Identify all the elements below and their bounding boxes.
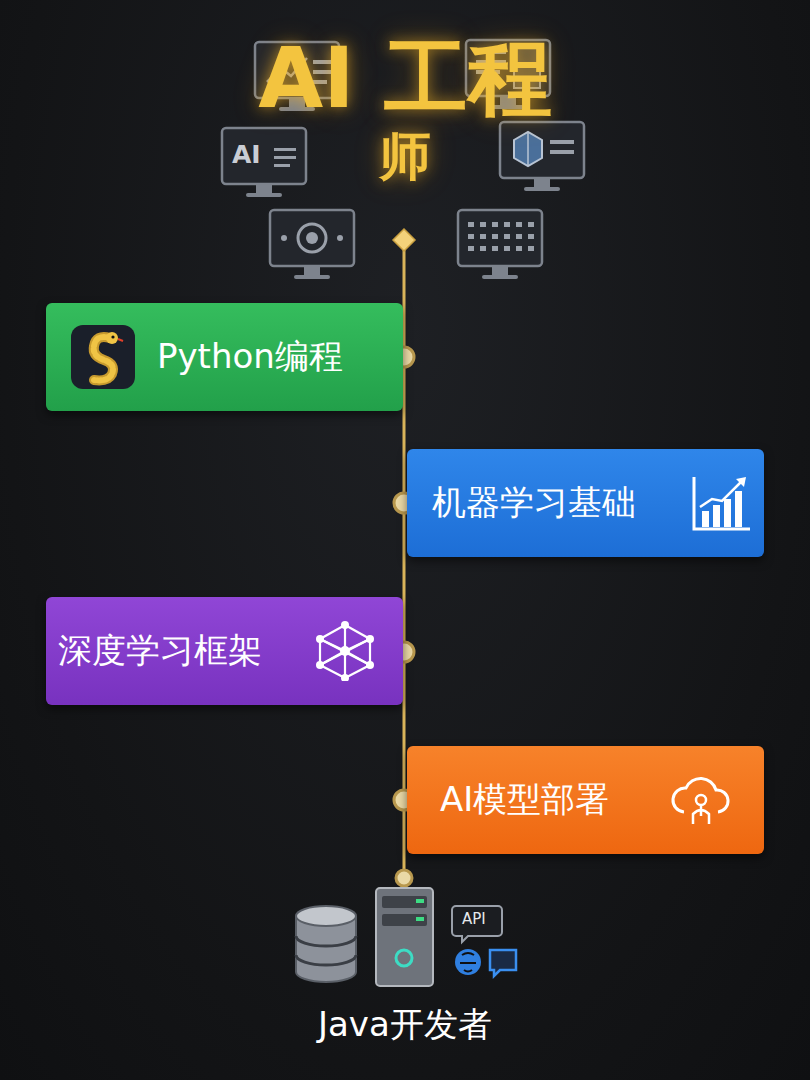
step-box: 深度学习框架 [46,597,403,705]
step-box: Python编程 [46,303,403,411]
step-box: AI模型部署 [407,746,764,854]
step-icon [70,324,136,390]
grid-monitor [458,210,542,279]
step-icon [312,621,378,681]
step-label: AI模型部署 [440,777,609,823]
step-label: 机器学习基础 [432,480,636,526]
step-label: 深度学习框架 [58,628,262,674]
title-text: AI 工程师 [255,30,555,186]
brain-icon [455,949,481,975]
api-text: API [462,910,486,928]
step-icon [690,473,752,533]
database-icon [296,906,356,982]
monitor-text: AI [232,140,261,169]
cube-monitor [500,122,584,191]
bottom-label: Java开发者 [318,1002,492,1048]
step-icon [668,772,734,828]
server-icon [376,888,433,986]
chat-icon [490,950,516,976]
step-label: Python编程 [157,334,343,380]
ai-monitor [222,128,306,197]
api-bubble [452,906,502,942]
camera-monitor [270,210,354,279]
step-box: 机器学习基础 [407,449,764,557]
